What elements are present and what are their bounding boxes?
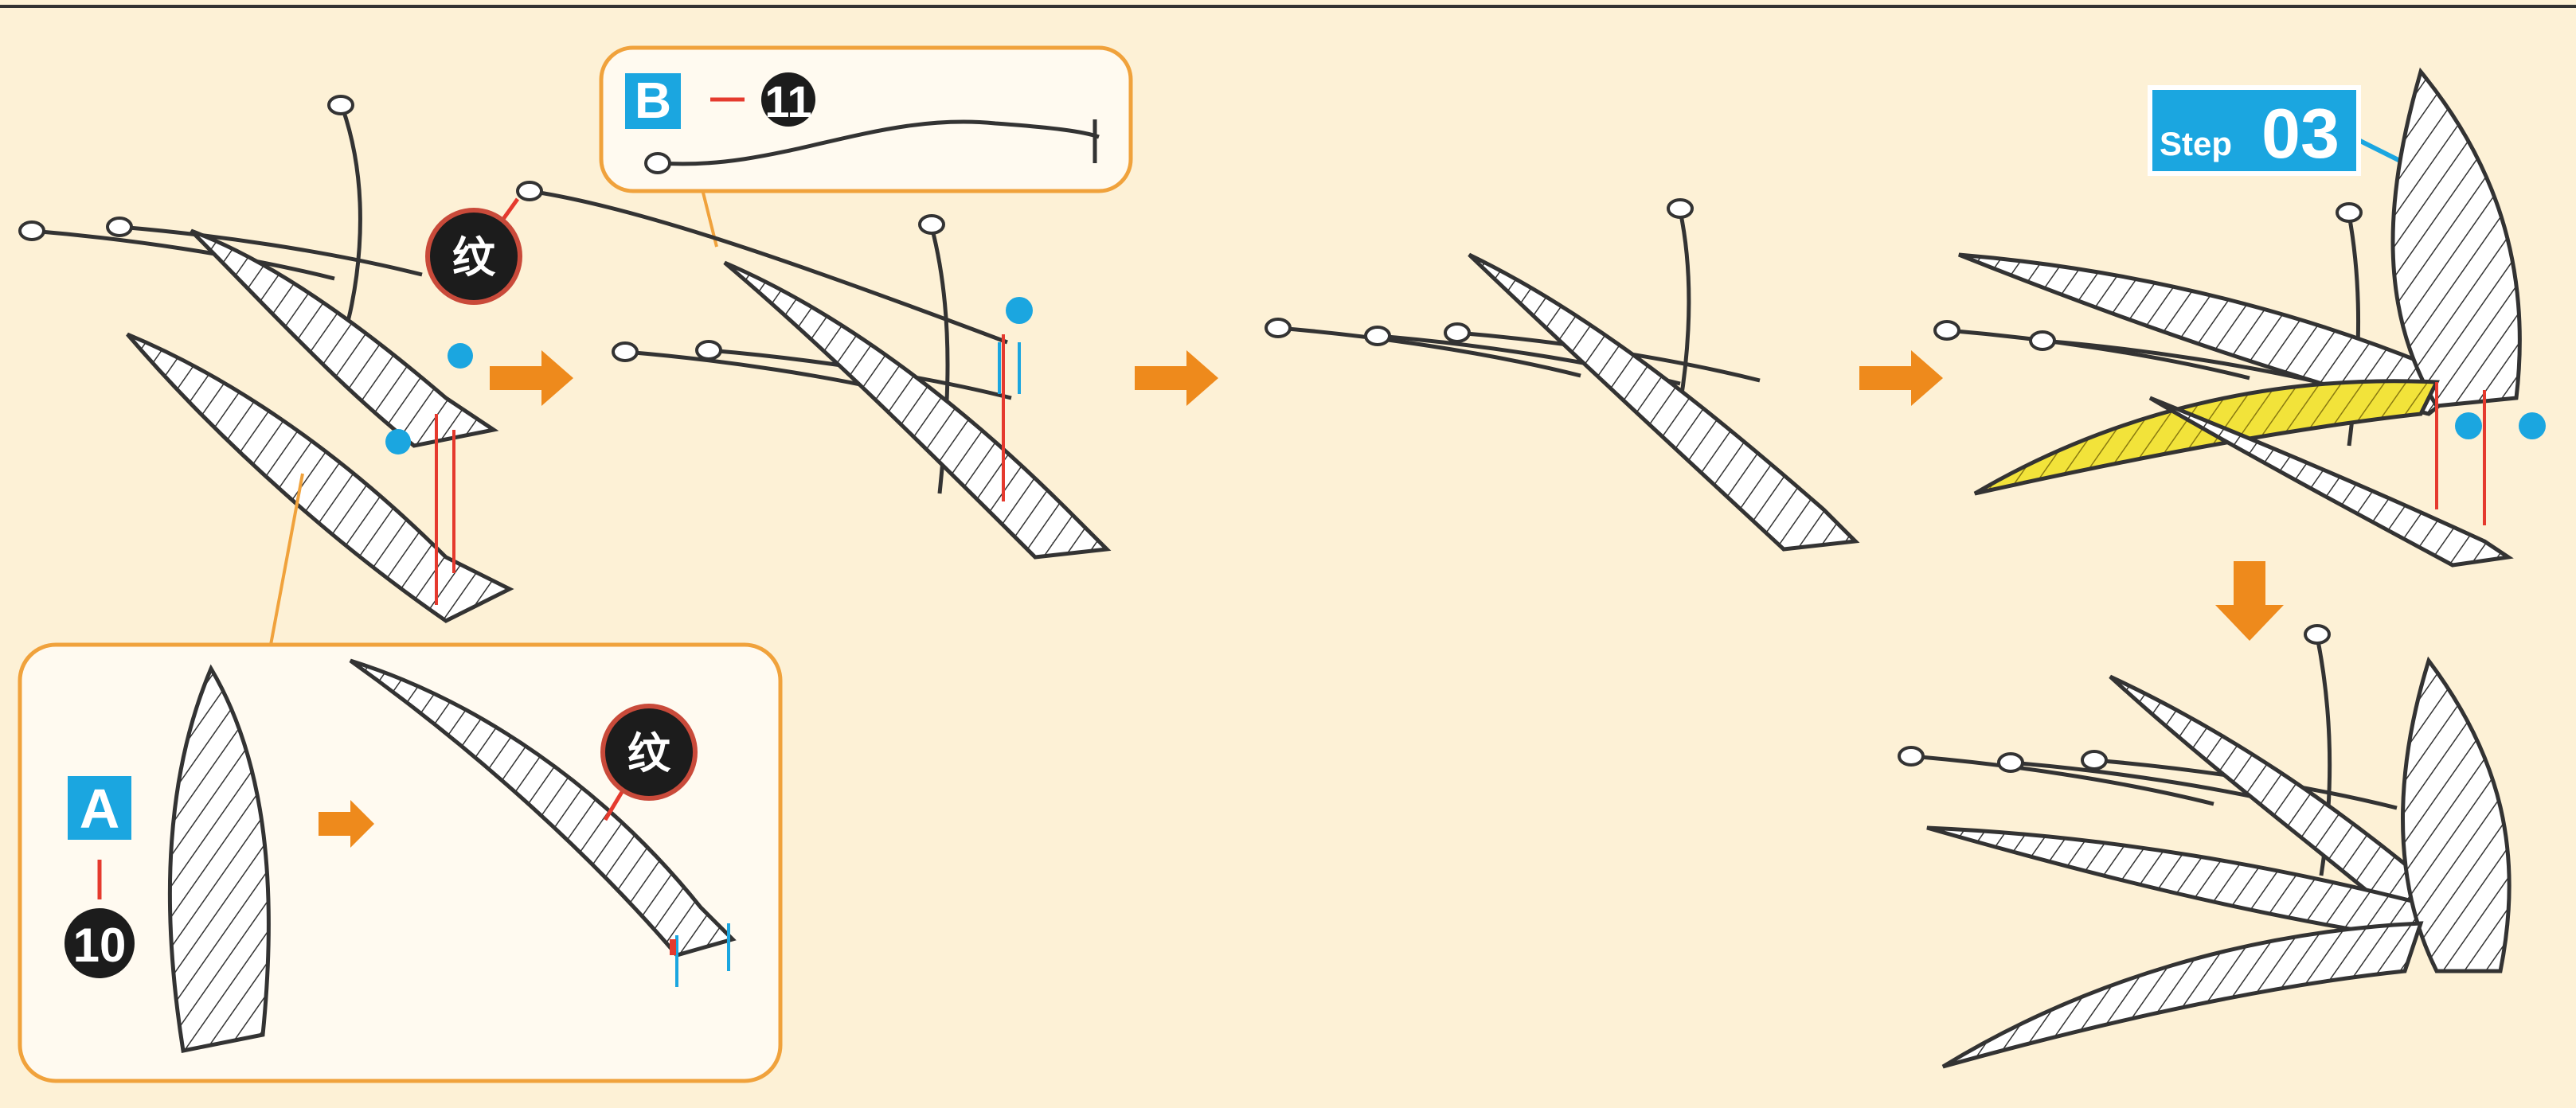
- svg-text:03: 03: [2261, 94, 2340, 173]
- assembly-dot-blue: [448, 343, 473, 369]
- callout-b: B 11: [601, 48, 1131, 247]
- svg-text:Step: Step: [2160, 125, 2232, 162]
- assembly-stage-2: [518, 182, 1107, 557]
- svg-text:10: 10: [73, 919, 127, 972]
- flow-arrow-right-icon: [1859, 350, 1943, 406]
- flow-arrow-right-icon: [490, 350, 573, 406]
- highlighted-wing: [1975, 381, 2437, 494]
- flow-arrow-down-icon: [2215, 561, 2284, 641]
- step-label: Step 03: [2150, 88, 2421, 174]
- assembly-stage-final: [1899, 626, 2509, 1067]
- svg-text:B: B: [635, 72, 671, 129]
- svg-text:A: A: [80, 778, 120, 840]
- svg-text:纹: 纹: [627, 728, 671, 778]
- flow-arrow-right-icon: [1135, 350, 1218, 406]
- svg-text:11: 11: [764, 76, 811, 127]
- assembly-stage-1: [20, 96, 510, 621]
- svg-text:纹: 纹: [452, 232, 496, 283]
- assembly-stage-3: [1266, 200, 1855, 549]
- texture-marker-b: 纹: [428, 199, 520, 302]
